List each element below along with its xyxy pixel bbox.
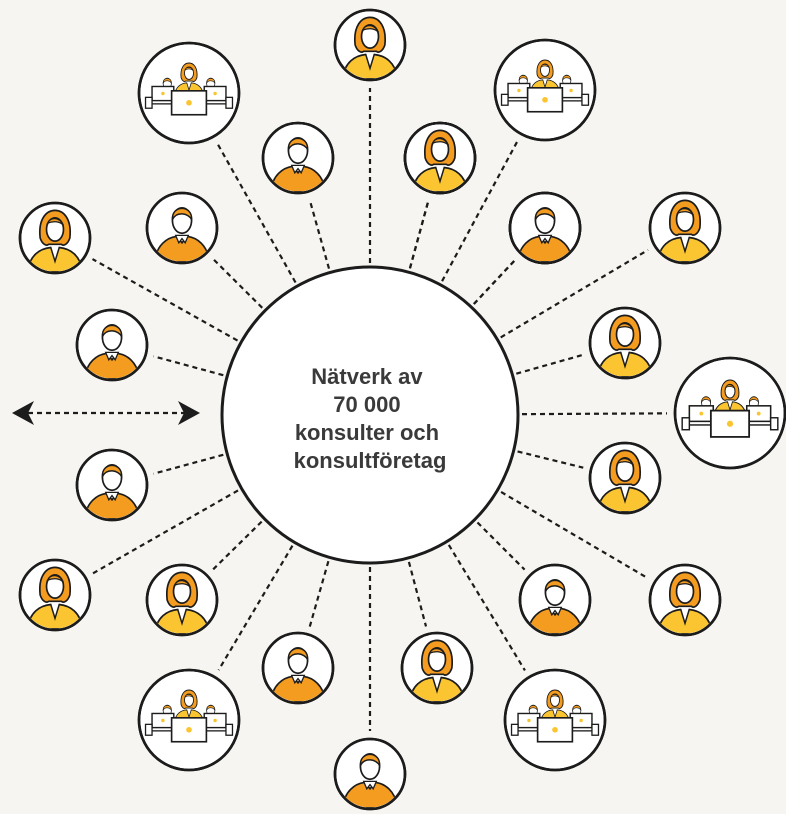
woman-consultant-icon bbox=[333, 8, 407, 82]
connection-line bbox=[211, 520, 263, 571]
woman-consultant-icon bbox=[648, 563, 722, 637]
man-consultant-icon bbox=[518, 563, 592, 637]
woman-consultant-icon bbox=[145, 563, 219, 637]
man-consultant-icon bbox=[75, 448, 149, 522]
connection-line bbox=[217, 545, 294, 671]
connection-line bbox=[515, 353, 584, 375]
connection-line bbox=[447, 544, 526, 671]
double-arrow-icon bbox=[12, 401, 200, 425]
connection-line bbox=[408, 199, 430, 269]
connection-line bbox=[211, 257, 264, 309]
hub-line-4: konsultföretag bbox=[294, 448, 447, 473]
hub-circle bbox=[220, 265, 520, 565]
central-hub: Nätverk av 70 000 konsulter och konsultf… bbox=[220, 265, 520, 565]
connection-line bbox=[517, 450, 584, 469]
woman-consultant-icon bbox=[648, 191, 722, 265]
man-consultant-icon bbox=[145, 191, 219, 265]
connection-line bbox=[521, 412, 668, 416]
arrow-head-left bbox=[12, 401, 34, 425]
connection-line bbox=[308, 560, 330, 627]
connection-line bbox=[473, 258, 517, 305]
woman-consultant-icon bbox=[588, 306, 662, 380]
connection-line bbox=[476, 521, 526, 571]
consulting-team-icon bbox=[493, 38, 597, 142]
arrow-head-right bbox=[178, 401, 200, 425]
connection-line bbox=[407, 561, 428, 627]
connection-line bbox=[308, 199, 331, 269]
woman-consultant-icon bbox=[588, 441, 662, 515]
connection-lines bbox=[91, 88, 668, 731]
consulting-team-icon bbox=[503, 668, 607, 772]
woman-consultant-icon bbox=[400, 631, 474, 705]
hub-label: Nätverk av 70 000 konsulter och konsultf… bbox=[294, 364, 447, 473]
consulting-team-icon bbox=[137, 668, 241, 772]
consultant-nodes bbox=[18, 8, 786, 811]
connection-line bbox=[500, 491, 649, 580]
connection-line bbox=[153, 355, 224, 377]
woman-consultant-icon bbox=[403, 121, 477, 195]
man-consultant-icon bbox=[261, 121, 335, 195]
consulting-team-icon bbox=[673, 356, 786, 470]
woman-consultant-icon bbox=[18, 201, 92, 275]
hub-line-1: Nätverk av bbox=[311, 364, 423, 389]
hub-line-2: 70 000 bbox=[333, 392, 400, 417]
man-consultant-icon bbox=[261, 631, 335, 705]
connection-line bbox=[91, 489, 239, 575]
connection-line bbox=[500, 249, 649, 339]
woman-consultant-icon bbox=[18, 558, 92, 632]
man-consultant-icon bbox=[75, 308, 149, 382]
man-consultant-icon bbox=[508, 191, 582, 265]
connection-line bbox=[153, 453, 224, 475]
consulting-team-icon bbox=[137, 41, 241, 145]
connection-line bbox=[91, 258, 239, 342]
man-consultant-icon bbox=[333, 737, 407, 811]
hub-line-3: konsulter och bbox=[295, 420, 439, 445]
